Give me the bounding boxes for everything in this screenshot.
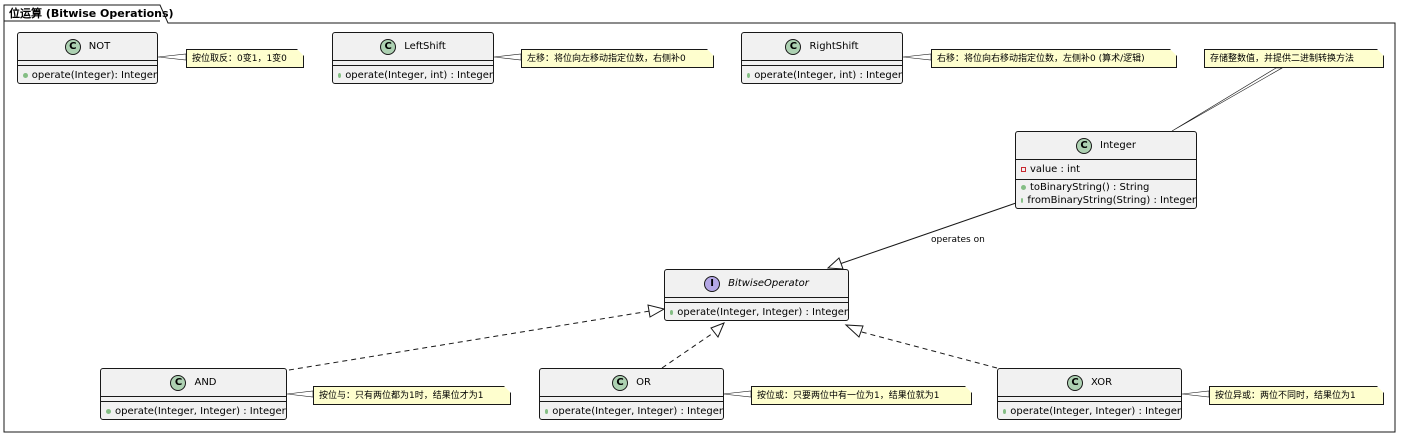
package-frame — [3, 4, 1396, 433]
class-name: RightShift — [809, 41, 859, 52]
class-icon: C — [1066, 374, 1083, 391]
note-link-xor — [1181, 390, 1210, 398]
package-title: 位运算 (Bitwise Operations) — [9, 7, 174, 20]
note-leftshift: 左移：将位向左移动指定位数，右侧补0 — [521, 49, 714, 68]
public-icon — [106, 409, 111, 414]
interface-name: BitwiseOperator — [728, 278, 809, 289]
note-link-leftshift — [493, 53, 522, 61]
private-icon — [1021, 167, 1026, 172]
class-name: Integer — [1100, 140, 1136, 151]
note-link-and — [286, 390, 314, 398]
realize-or-head — [710, 322, 725, 338]
class-integer[interactable]: C Integer value : int toBinaryString() : … — [1015, 131, 1197, 209]
interface-bitwiseoperator[interactable]: I BitwiseOperator operate(Integer, Intege… — [664, 269, 849, 321]
class-icon: C — [64, 38, 81, 55]
note-rightshift: 右移：将位向右移动指定位数，左侧补0 (算术/逻辑) — [931, 49, 1177, 68]
method: operate(Integer, int) : Integer — [345, 70, 493, 81]
public-icon — [1021, 198, 1024, 203]
class-name: LeftShift — [404, 41, 446, 52]
method: operate(Integer, Integer) : Integer — [1010, 406, 1181, 417]
method: fromBinaryString(String) : Integer — [1027, 195, 1196, 206]
public-icon — [23, 73, 28, 78]
realize-xor-head — [844, 324, 864, 338]
assoc-integer-bitwise — [827, 202, 1017, 269]
note-integer: 存储整数值，并提供二进制转换方法 — [1204, 49, 1384, 68]
class-xor[interactable]: C XOR operate(Integer, Integer) : Integer — [997, 368, 1182, 420]
public-icon — [1021, 185, 1026, 190]
note-and: 按位与：只有两位都为1时，结果位才为1 — [313, 386, 511, 405]
field: value : int — [1030, 164, 1081, 175]
class-icon: C — [170, 374, 187, 391]
note-link-or — [722, 390, 752, 398]
class-or[interactable]: C OR operate(Integer, Integer) : Integer — [539, 368, 724, 420]
class-icon: C — [1076, 137, 1092, 154]
method: operate(Integer, Integer) : Integer — [115, 406, 286, 417]
class-name: OR — [636, 377, 651, 388]
method: operate(Integer, int) : Integer — [754, 70, 902, 81]
class-rightshift[interactable]: C RightShift operate(Integer, int) : Inte… — [741, 32, 903, 84]
note-or: 按位或：只要两位中有一位为1，结果位就为1 — [751, 386, 972, 405]
public-icon — [670, 310, 674, 315]
public-icon — [1003, 409, 1007, 414]
note-link-integer — [1171, 67, 1284, 132]
note-not: 按位取反：0变1，1变0 — [186, 49, 304, 68]
class-name: XOR — [1090, 377, 1113, 388]
assoc-arrowhead — [826, 257, 844, 270]
class-name: NOT — [88, 41, 111, 52]
method: operate(Integer, Integer) : Integer — [677, 307, 848, 318]
class-icon: C — [612, 374, 629, 391]
public-icon — [747, 73, 751, 78]
class-leftshift[interactable]: C LeftShift operate(Integer, int) : Integ… — [332, 32, 494, 84]
note-link-not — [157, 53, 187, 61]
class-and[interactable]: C AND operate(Integer, Integer) : Integer — [100, 368, 287, 420]
assoc-label: operates on — [931, 235, 985, 245]
realize-or-line — [661, 330, 717, 369]
note-xor: 按位异或：两位不同时，结果位为1 — [1209, 386, 1384, 405]
realize-and-head — [647, 304, 666, 318]
class-name: AND — [194, 377, 217, 388]
method: operate(Integer): Integer — [31, 70, 157, 81]
class-icon: C — [785, 38, 802, 55]
class-icon: C — [380, 38, 397, 55]
public-icon — [545, 409, 549, 414]
realize-and-line — [288, 310, 651, 371]
method: toBinaryString() : String — [1030, 182, 1150, 193]
method: operate(Integer, Integer) : Integer — [552, 406, 723, 417]
interface-icon: I — [704, 275, 721, 292]
realize-xor-line — [857, 330, 998, 369]
public-icon — [338, 73, 342, 78]
note-link-rightshift — [902, 53, 932, 61]
class-not[interactable]: C NOT operate(Integer): Integer — [17, 32, 158, 84]
